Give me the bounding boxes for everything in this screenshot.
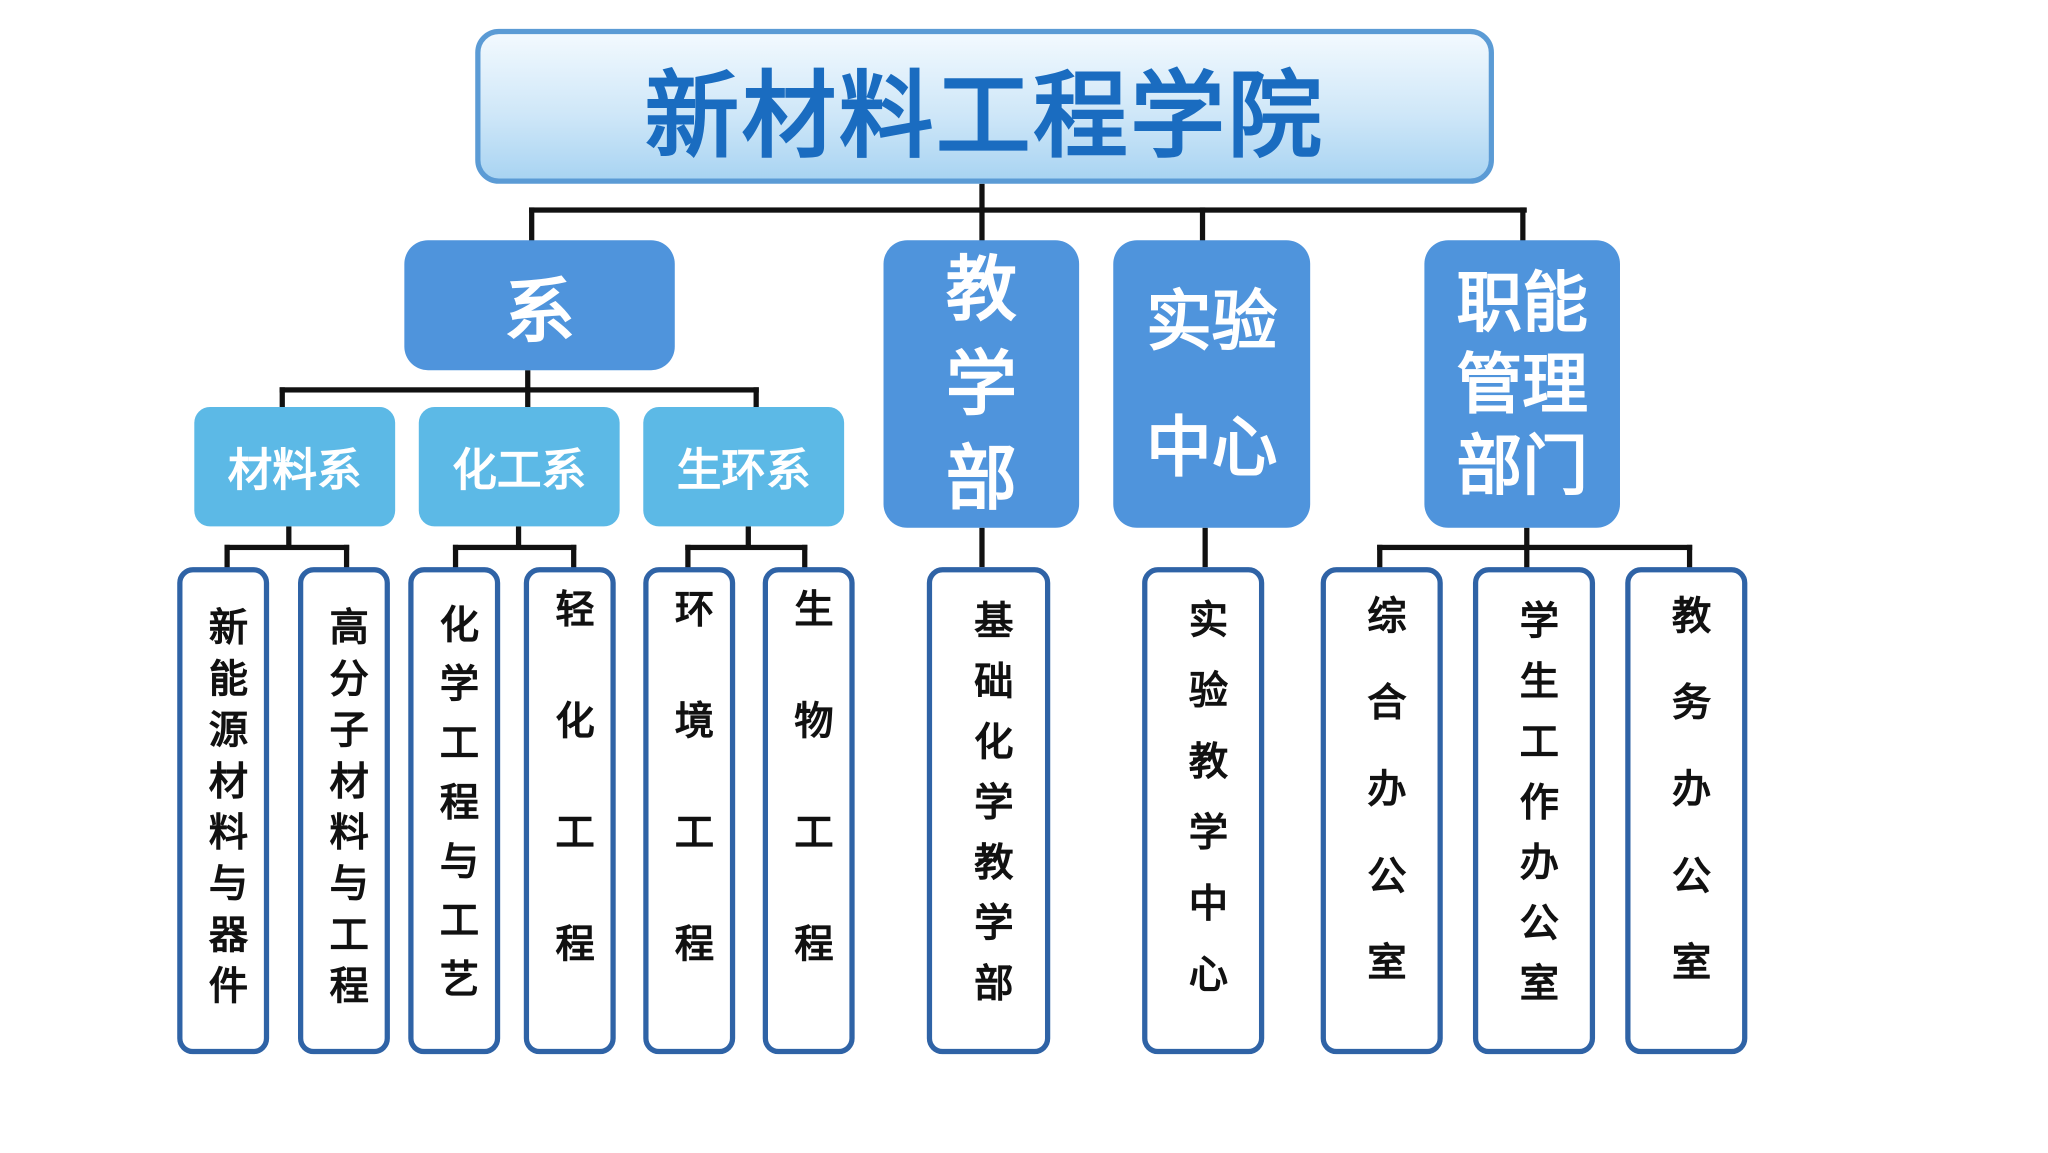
leaf-node: 高分子材料与工程 bbox=[298, 567, 390, 1055]
connector bbox=[1202, 527, 1208, 568]
connector bbox=[452, 544, 577, 551]
connector bbox=[224, 544, 230, 569]
connector bbox=[279, 387, 759, 393]
connector bbox=[979, 207, 985, 242]
leaf-label: 高分子材料与工程 bbox=[321, 605, 368, 1016]
leaf-node: 轻化工程 bbox=[523, 567, 616, 1055]
connector bbox=[571, 544, 577, 569]
connector bbox=[279, 387, 285, 409]
connector bbox=[753, 387, 759, 409]
connector bbox=[685, 544, 808, 551]
connector bbox=[745, 526, 751, 549]
lab-center-node: 实验中心 bbox=[1113, 240, 1311, 528]
connector bbox=[286, 526, 292, 549]
connector bbox=[529, 207, 1527, 213]
departments-node: 系 bbox=[404, 240, 675, 371]
connector bbox=[1199, 207, 1206, 242]
leaf-label: 实验教学中心 bbox=[1180, 597, 1227, 1024]
connector bbox=[802, 544, 808, 569]
college-title: 新材料工程学院 bbox=[475, 28, 1494, 184]
leaf-node: 基础化学教学部 bbox=[926, 567, 1051, 1055]
leaf-node: 学生工作办公室 bbox=[1472, 567, 1596, 1055]
leaf-node: 综合办公室 bbox=[1320, 567, 1443, 1055]
leaf-node: 环境工程 bbox=[643, 567, 736, 1055]
leaf-label: 教务办公室 bbox=[1663, 594, 1710, 1028]
materials-dept-node: 材料系 bbox=[194, 406, 396, 527]
connector bbox=[343, 544, 350, 569]
leaf-node: 实验教学中心 bbox=[1142, 567, 1265, 1055]
connector bbox=[1686, 544, 1693, 569]
leaf-label: 化学工程与工艺 bbox=[431, 603, 478, 1018]
leaf-label: 综合办公室 bbox=[1359, 594, 1406, 1028]
connector bbox=[515, 526, 522, 549]
connector bbox=[525, 387, 531, 409]
connector bbox=[1520, 207, 1526, 242]
connector bbox=[685, 544, 691, 569]
admin-node: 职能管理部门 bbox=[1424, 240, 1620, 528]
connector bbox=[452, 544, 459, 569]
leaf-label: 轻化工程 bbox=[547, 587, 594, 1034]
leaf-label: 新能源材料与器件 bbox=[200, 605, 247, 1016]
bio-env-dept-node: 生环系 bbox=[643, 406, 845, 527]
connector bbox=[1377, 544, 1693, 551]
leaf-node: 新能源材料与器件 bbox=[177, 567, 270, 1055]
connector bbox=[979, 183, 985, 213]
chemical-dept-node: 化工系 bbox=[418, 406, 620, 527]
leaf-node: 化学工程与工艺 bbox=[408, 567, 501, 1055]
leaf-label: 生物工程 bbox=[786, 587, 833, 1034]
leaf-label: 学生工作办公室 bbox=[1511, 599, 1558, 1023]
connector bbox=[1524, 527, 1530, 549]
leaf-label: 基础化学教学部 bbox=[966, 599, 1013, 1023]
connector bbox=[529, 207, 535, 242]
connector bbox=[525, 370, 531, 392]
teaching-node: 教学部 bbox=[883, 240, 1080, 528]
connector bbox=[1524, 544, 1530, 569]
connector bbox=[224, 544, 350, 551]
leaf-node: 教务办公室 bbox=[1625, 567, 1748, 1055]
leaf-label: 环境工程 bbox=[666, 587, 713, 1034]
leaf-node: 生物工程 bbox=[762, 567, 855, 1055]
connector bbox=[1377, 544, 1383, 569]
connector bbox=[979, 527, 985, 568]
